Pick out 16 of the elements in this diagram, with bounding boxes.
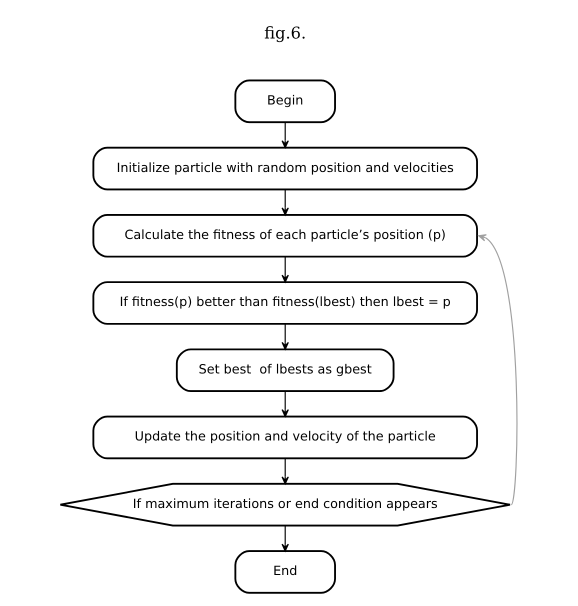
arrow <box>282 122 289 148</box>
node-box: Calculate the fitness of each particle’s position (p) <box>92 214 478 258</box>
node-box: Initialize particle with random position and velocities <box>92 146 478 190</box>
arrow <box>282 526 289 552</box>
node-box: If fitness(p) better than fitness(lbest) then lbest = p <box>92 281 478 325</box>
node-box: Begin <box>234 80 336 124</box>
arrow <box>282 190 289 216</box>
arrow <box>282 256 289 283</box>
label: fig.6. <box>264 23 306 42</box>
arrow <box>478 234 518 505</box>
arrow <box>282 391 289 418</box>
node-box: End <box>234 550 336 594</box>
node-box: Update the position and velocity of the particle <box>92 416 478 460</box>
node-box: Set best of lbests as gbest <box>176 348 395 392</box>
arrow <box>282 458 289 484</box>
arrow <box>282 324 289 350</box>
